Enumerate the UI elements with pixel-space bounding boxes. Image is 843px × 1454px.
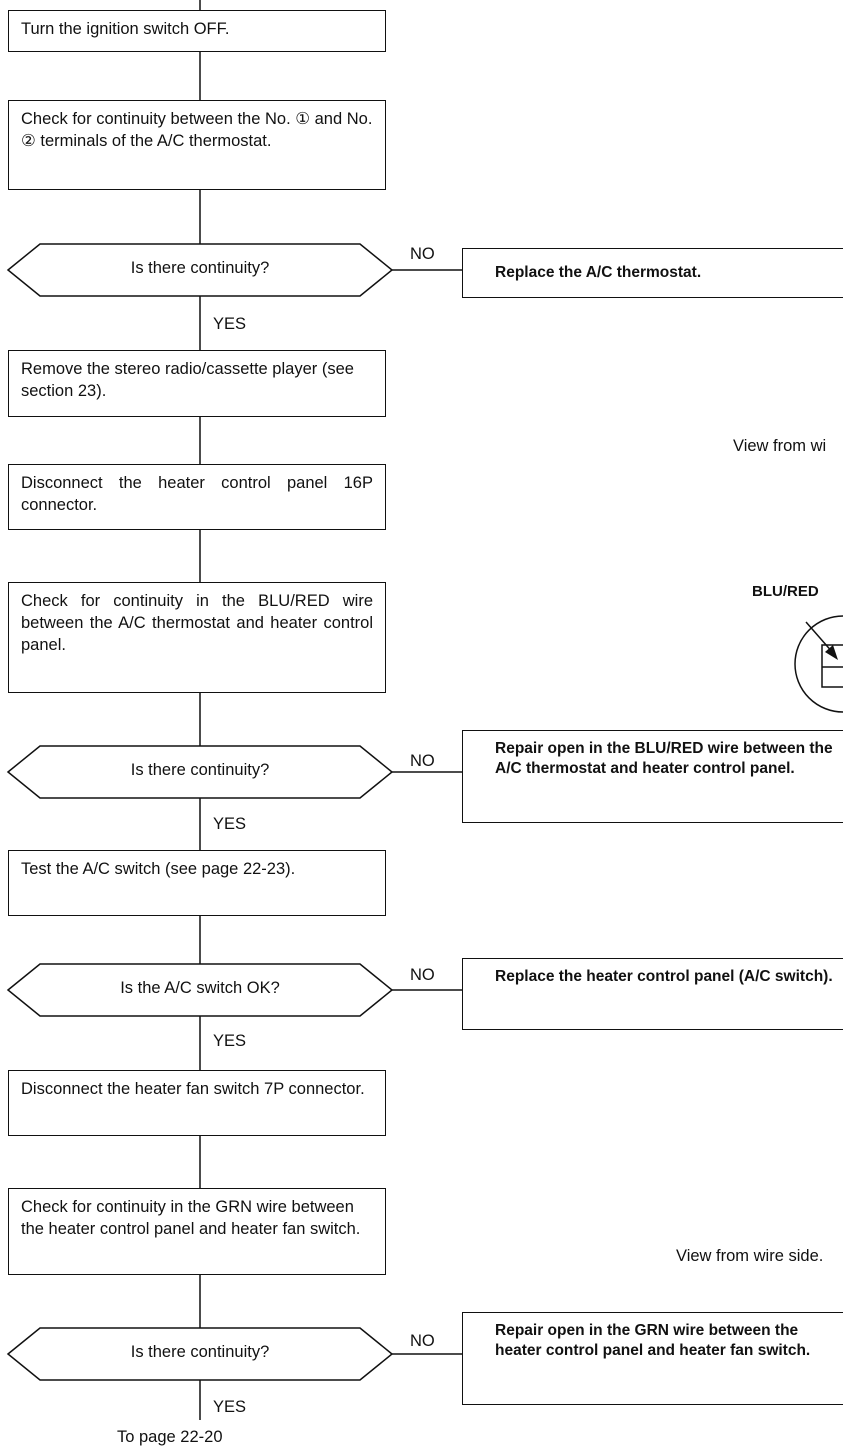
step-remove-stereo: Remove the stereo radio/cassette player …: [8, 350, 386, 417]
terminal-number-1: ①: [295, 110, 311, 128]
step-check-thermostat-terminals: Check for continuity between the No. ① a…: [8, 100, 386, 190]
terminal-number-2: ②: [21, 131, 36, 150]
action-text: Repair open in the GRN wire between the …: [495, 1322, 811, 1360]
action-text: Repair open in the BLU/RED wire between …: [495, 740, 833, 778]
action-repair-blu-red: Repair open in the BLU/RED wire between …: [462, 730, 843, 823]
pointer-arrowhead: [825, 645, 838, 660]
step-text: terminals of the A/C thermostat.: [35, 131, 272, 150]
action-replace-thermostat: Replace the A/C thermostat.: [462, 248, 843, 298]
yes-label: YES: [213, 315, 247, 333]
step-text: Check for continuity in the BLU/RED wire…: [21, 592, 373, 654]
yes-label: YES: [213, 815, 247, 833]
action-text: Replace the heater control panel (A/C sw…: [495, 968, 833, 985]
no-label: NO: [410, 245, 435, 263]
step-check-grn-wire: Check for continuity in the GRN wire bet…: [8, 1188, 386, 1275]
action-replace-control-panel: Replace the heater control panel (A/C sw…: [462, 958, 843, 1030]
step-text: and No.: [310, 110, 373, 128]
step-text: Test the A/C switch (see page 22-23).: [21, 860, 296, 878]
step-text: Disconnect the heater fan switch 7P conn…: [21, 1080, 365, 1098]
no-label: NO: [410, 966, 435, 984]
decision-shape: [6, 243, 394, 297]
decision-shape: [6, 963, 394, 1017]
wire-color-label: BLU/RED: [752, 583, 819, 600]
step-text: Turn the ignition switch OFF.: [21, 20, 230, 38]
decision-shape: [6, 745, 394, 799]
connector-figure-circle: [794, 615, 843, 713]
step-test-ac-switch: Test the A/C switch (see page 22-23).: [8, 850, 386, 916]
no-label: NO: [410, 752, 435, 770]
step-text: Remove the stereo radio/cassette player …: [21, 360, 354, 400]
action-repair-grn: Repair open in the GRN wire between the …: [462, 1312, 843, 1405]
connector-terminal: [821, 644, 843, 688]
yes-label: YES: [213, 1398, 247, 1416]
step-text: Check for continuity between the No.: [21, 110, 296, 128]
step-disconnect-7p: Disconnect the heater fan switch 7P conn…: [8, 1070, 386, 1136]
action-text: Replace the A/C thermostat.: [495, 264, 702, 281]
decision-shape: [6, 1327, 394, 1381]
figure-caption-top: View from wi: [733, 437, 827, 455]
decision-continuity-grn: Is there continuity?: [130, 1343, 270, 1361]
step-disconnect-16p: Disconnect the heater control panel 16P …: [8, 464, 386, 530]
decision-continuity-blu-red: Is there continuity?: [130, 761, 270, 779]
no-label: NO: [410, 1332, 435, 1350]
decision-ac-switch-ok: Is the A/C switch OK?: [120, 979, 280, 997]
step-turn-ignition-off: Turn the ignition switch OFF.: [8, 10, 386, 52]
continuation-label: To page 22-20: [117, 1428, 223, 1446]
step-text: Check for continuity in the GRN wire bet…: [21, 1198, 361, 1238]
yes-label: YES: [213, 1032, 247, 1050]
decision-continuity-thermostat: Is there continuity?: [130, 259, 270, 277]
figure-caption-bottom: View from wire side.: [676, 1247, 824, 1265]
step-text: Disconnect the heater control panel 16P …: [21, 474, 373, 514]
step-check-blu-red-wire: Check for continuity in the BLU/RED wire…: [8, 582, 386, 693]
